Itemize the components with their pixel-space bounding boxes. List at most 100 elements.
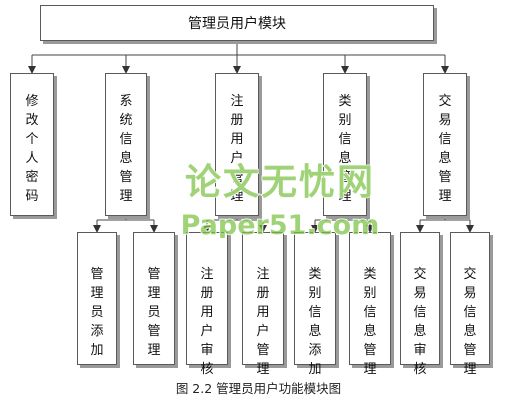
label-char: 别	[363, 286, 377, 301]
figure-caption: 图 2.2 管理员用户功能模块图	[175, 381, 342, 396]
label-char: 注	[256, 267, 270, 282]
level2-box-trade: 交易信息管理	[423, 73, 467, 216]
level3-box-admin-add: 管理员添加	[77, 232, 117, 365]
label-char: 易	[463, 286, 477, 301]
level2-box-pwd: 修改个人密码	[10, 73, 54, 216]
label-char: 改	[25, 113, 39, 128]
level3-label-cat-add: 类别信息添加	[295, 265, 335, 379]
label-char: 核	[200, 362, 214, 377]
level2-label-trade: 交易信息管理	[424, 92, 466, 206]
label-char: 息	[413, 324, 427, 339]
level3-box-cat-add: 类别信息添加	[294, 232, 336, 377]
root-module-label: 管理员用户模块	[188, 16, 286, 32]
label-char: 户	[200, 324, 214, 339]
label-char: 用	[200, 305, 214, 320]
label-char: 息	[463, 324, 477, 339]
label-char: 户	[230, 151, 244, 166]
label-char: 信	[308, 305, 322, 320]
level3-box-trade-audit: 交易信息审核	[400, 232, 440, 377]
label-char: 信	[363, 305, 377, 320]
label-char: 管	[438, 170, 452, 185]
label-char: 户	[256, 324, 270, 339]
label-char: 加	[90, 343, 104, 358]
label-char: 理	[147, 286, 161, 301]
level2-box-reg: 注册用户管理	[215, 73, 259, 216]
label-char: 修	[25, 94, 39, 109]
label-char: 别	[308, 286, 322, 301]
label-char: 信	[463, 305, 477, 320]
label-char: 个	[25, 132, 39, 147]
label-char: 册	[200, 286, 214, 301]
level2-label-cat: 类别信息管理	[324, 92, 366, 206]
level3-label-trade-audit: 交易信息审核	[401, 265, 439, 379]
label-char: 管	[119, 170, 133, 185]
label-char: 员	[90, 305, 104, 320]
label-char: 理	[119, 189, 133, 204]
label-char: 管	[147, 267, 161, 282]
label-char: 理	[438, 189, 452, 204]
label-char: 交	[438, 94, 452, 109]
label-char: 管	[463, 343, 477, 358]
level2-label-sys: 系统信息管理	[106, 92, 146, 206]
label-char: 管	[256, 343, 270, 358]
label-char: 册	[256, 286, 270, 301]
label-char: 易	[413, 286, 427, 301]
label-char: 息	[338, 151, 352, 166]
label-char: 册	[230, 113, 244, 128]
label-char: 别	[338, 113, 352, 128]
label-char: 注	[200, 267, 214, 282]
label-char: 添	[308, 343, 322, 358]
label-char: 管	[90, 267, 104, 282]
label-char: 息	[119, 151, 133, 166]
label-char: 用	[230, 132, 244, 147]
label-char: 管	[230, 170, 244, 185]
level3-box-admin-manage: 管理员管理	[133, 232, 175, 365]
label-char: 核	[413, 362, 427, 377]
label-char: 信	[338, 132, 352, 147]
label-char: 密	[25, 170, 39, 185]
level3-label-trade-manage: 交易信息管理	[451, 265, 489, 379]
label-char: 理	[363, 362, 377, 377]
label-char: 管	[363, 343, 377, 358]
label-char: 理	[463, 362, 477, 377]
label-char: 理	[338, 189, 352, 204]
level3-label-cat-manage: 类别信息管理	[350, 265, 390, 379]
label-char: 统	[119, 113, 133, 128]
label-char: 添	[90, 324, 104, 339]
label-char: 用	[256, 305, 270, 320]
label-char: 系	[119, 94, 133, 109]
label-char: 理	[256, 362, 270, 377]
label-char: 管	[147, 324, 161, 339]
label-char: 信	[119, 132, 133, 147]
label-char: 信	[438, 132, 452, 147]
level2-label-reg: 注册用户管理	[216, 92, 258, 206]
level3-label-reg-manage: 注册用户管理	[243, 265, 283, 379]
level2-box-sys: 系统信息管理	[105, 73, 147, 216]
level2-box-cat: 类别信息管理	[323, 73, 367, 216]
label-char: 理	[90, 286, 104, 301]
label-char: 类	[363, 267, 377, 282]
label-char: 理	[230, 189, 244, 204]
label-char: 易	[438, 113, 452, 128]
label-char: 息	[363, 324, 377, 339]
label-char: 加	[308, 362, 322, 377]
label-char: 码	[25, 189, 39, 204]
level3-box-cat-manage: 类别信息管理	[349, 232, 391, 377]
label-char: 审	[200, 343, 214, 358]
level3-box-reg-audit: 注册用户审核	[186, 232, 228, 377]
level3-box-trade-manage: 交易信息管理	[450, 232, 490, 377]
level2-label-pwd: 修改个人密码	[11, 92, 53, 206]
label-char: 理	[147, 343, 161, 358]
label-char: 类	[338, 94, 352, 109]
label-char: 类	[308, 267, 322, 282]
label-char: 息	[308, 324, 322, 339]
label-char: 信	[413, 305, 427, 320]
label-char: 员	[147, 305, 161, 320]
label-char: 注	[230, 94, 244, 109]
level3-label-admin-add: 管理员添加	[78, 265, 116, 360]
label-char: 息	[438, 151, 452, 166]
root-module-box: 管理员用户模块	[40, 5, 434, 41]
label-char: 人	[25, 151, 39, 166]
